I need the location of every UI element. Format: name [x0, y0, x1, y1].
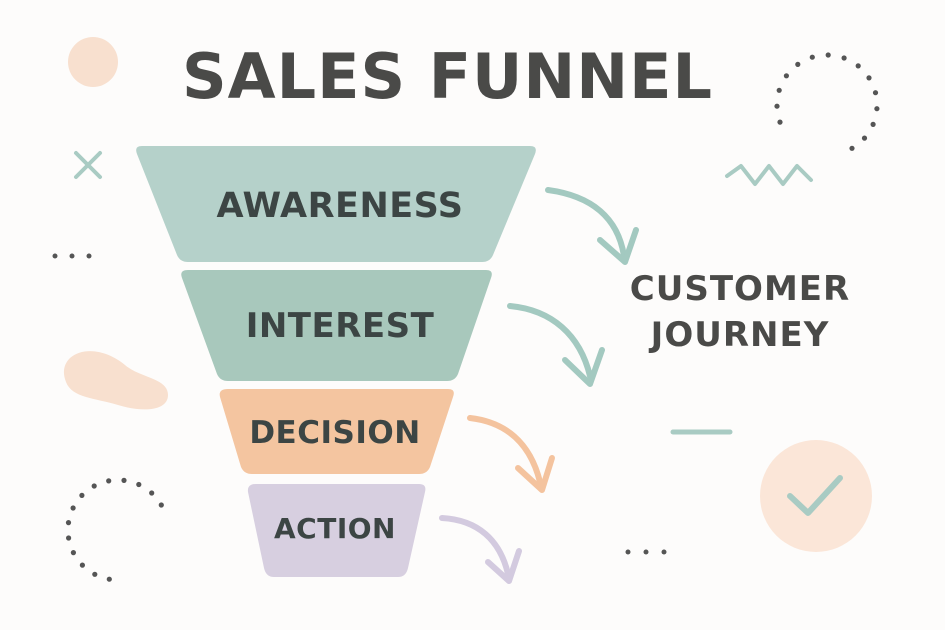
dot [66, 535, 72, 541]
arrow-icon-awareness [545, 187, 639, 265]
dot [92, 571, 98, 577]
arrow-icon-action [439, 515, 522, 584]
dot [91, 483, 97, 489]
dot [825, 52, 831, 58]
dot [774, 103, 780, 109]
dot [783, 73, 790, 79]
dot [158, 502, 164, 508]
customer-journey-label: CUSTOMER JOURNEY [605, 266, 875, 358]
squiggle-icon [725, 164, 813, 186]
dotted-arc-top-right [774, 52, 880, 151]
dot [106, 478, 112, 484]
dot [776, 87, 782, 93]
dot [121, 477, 127, 483]
stage-label-interest: INTEREST [245, 306, 435, 346]
dot [79, 492, 85, 498]
dot [866, 75, 872, 81]
dot [70, 550, 76, 556]
funnel-stage-decision [219, 389, 454, 474]
journey-line-2: JOURNEY [650, 315, 830, 355]
dot [149, 490, 155, 496]
dot [809, 54, 815, 60]
journey-line-1: CUSTOMER [629, 269, 851, 309]
page-title: SALES FUNNEL [181, 40, 714, 113]
dot [79, 562, 85, 568]
check-icon [760, 440, 872, 552]
arrow-icon-interest [507, 303, 605, 387]
dotted-arc-bottom-left [65, 477, 164, 582]
dots-icon-left [52, 253, 92, 259]
dot [65, 520, 72, 526]
arrow-icon-decision [467, 415, 555, 493]
stage-label-decision: DECISION [249, 415, 421, 451]
dot [861, 135, 868, 141]
dot [870, 121, 876, 127]
dot [855, 63, 861, 69]
stage-label-awareness: AWARENESS [216, 186, 464, 226]
dot [795, 61, 801, 67]
stage-label-action: ACTION [274, 512, 396, 545]
peach-blob-decoration [63, 351, 169, 410]
dots-icon-right [625, 549, 667, 555]
funnel-stage-awareness [136, 146, 536, 262]
dot [849, 145, 855, 151]
dot [872, 90, 879, 96]
x-icon [74, 151, 102, 179]
peach-circle-decoration [68, 37, 118, 87]
dot [70, 505, 76, 511]
dot [841, 55, 847, 61]
dot [136, 481, 142, 488]
funnel-stage-interest [181, 270, 492, 381]
dot [777, 119, 783, 125]
dot [106, 576, 112, 582]
funnel-stage-action [247, 484, 426, 577]
dot [874, 106, 880, 112]
